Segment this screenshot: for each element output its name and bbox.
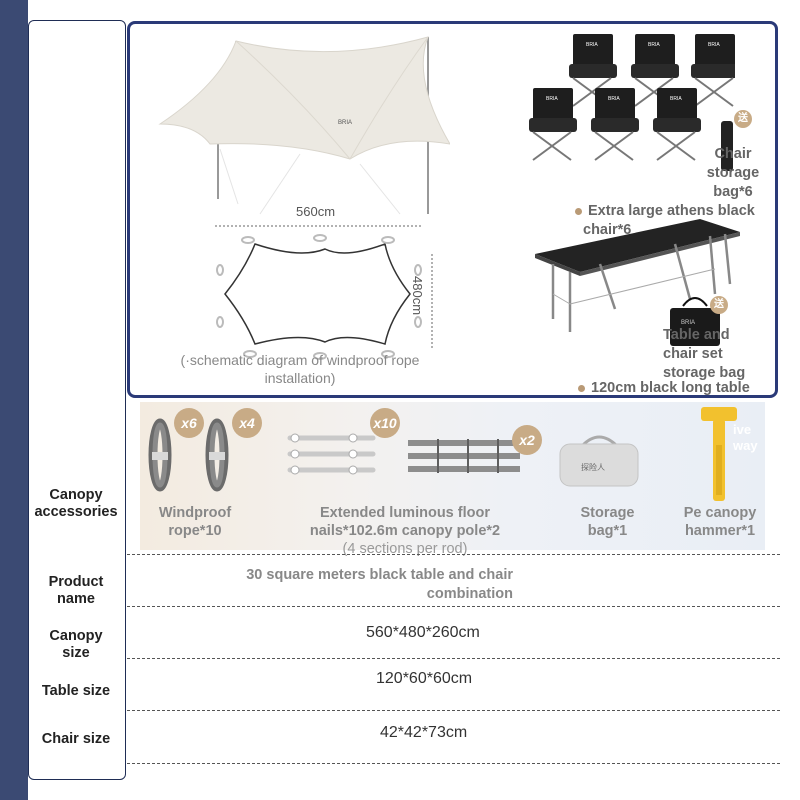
canopy-size-label-line-2: size bbox=[62, 645, 90, 661]
table-label-text: 120cm black long table bbox=[591, 380, 750, 396]
left-label-panel bbox=[28, 20, 126, 780]
left-side-bar bbox=[0, 0, 28, 800]
floor-nails-pole-label: Extended luminous floor nails*102.6m can… bbox=[290, 504, 520, 558]
storage-bag-label-line-1: Storage bbox=[580, 505, 635, 521]
canopy-size-value: 560*480*260cm bbox=[366, 624, 480, 641]
accessories-row-label: Canopy accessories bbox=[28, 487, 124, 521]
chair-size-value: 42*42*73cm bbox=[380, 724, 468, 741]
chair-storage-bag-label: Chair storage bag*6 bbox=[698, 145, 768, 202]
chair-label-line-1: Extra large athens black bbox=[588, 203, 755, 219]
windproof-rope-illustration bbox=[148, 418, 229, 492]
table-size-value: 120*60*60cm bbox=[376, 670, 473, 687]
product-name-value: 30 square meters black table and chair c… bbox=[180, 566, 513, 604]
floor-nails-quantity-badge: x10 bbox=[370, 408, 400, 438]
chair-bag-label-line-3: bag*6 bbox=[713, 184, 753, 200]
product-name-value-line-2: combination bbox=[426, 586, 513, 602]
canopy-top-view-diagram bbox=[215, 225, 433, 360]
chair-label-line-2: chair*6 bbox=[583, 222, 632, 238]
bullet-dot bbox=[575, 207, 582, 215]
set-storage-bag-illustration: BRIA bbox=[670, 297, 720, 346]
floor-nails-label-line-2: nails*102.6m canopy pole*2 bbox=[309, 523, 501, 539]
product-overview-panel: BRIA 560cm 480cm (·schematic diagram of … bbox=[127, 21, 778, 398]
canopy-pole-quantity-badge: x2 bbox=[512, 425, 542, 455]
row-divider bbox=[127, 710, 780, 711]
floor-nails-label-line-1: Extended luminous floor bbox=[320, 505, 490, 521]
canopy-hammer-label-line-2: hammer*1 bbox=[684, 523, 756, 539]
canopy-size-row-label: Canopy size bbox=[28, 628, 124, 662]
product-name-value-line-1: 30 square meters black table and chair bbox=[246, 567, 513, 583]
bag-brand-logo: BRIA bbox=[681, 320, 695, 326]
row-divider bbox=[127, 658, 780, 659]
canopy-illustration: BRIA bbox=[158, 36, 450, 215]
canopy-size-label-line-1: Canopy bbox=[49, 628, 103, 644]
windproof-rope-label-line-1: Windproof bbox=[158, 505, 232, 521]
row-divider bbox=[127, 554, 780, 555]
accessories-row-label-line-1: Canopy bbox=[49, 487, 103, 503]
diagram-caption-line-1: (·schematic diagram of windproof rope bbox=[180, 352, 420, 368]
canopy-brand-logo: BRIA bbox=[338, 120, 352, 126]
canopy-width-dimension: 560cm bbox=[296, 204, 336, 219]
canopy-pole-illustration bbox=[408, 439, 520, 473]
row-divider bbox=[127, 606, 780, 607]
product-name-label-line-1: Product bbox=[48, 574, 104, 590]
rope-set-quantity-badge: x4 bbox=[232, 408, 262, 438]
chairs-illustration: BRIA bbox=[528, 33, 735, 171]
diagram-caption: (·schematic diagram of windproof rope in… bbox=[150, 351, 450, 387]
storage-bag-label-line-2: bag*1 bbox=[587, 523, 628, 539]
chair-bag-gift-badge: 送 bbox=[734, 110, 752, 128]
floor-nails-illustration bbox=[287, 433, 376, 475]
chair-bag-label-line-1: Chair bbox=[714, 146, 752, 162]
windproof-rope-label: Windproof rope*10 bbox=[140, 504, 250, 540]
storage-bag-brand: 探险人 bbox=[581, 462, 605, 472]
set-bag-gift-badge: 送 bbox=[710, 296, 728, 314]
windproof-rope-label-line-2: rope*10 bbox=[168, 523, 222, 539]
hammer-corner-text: ive way bbox=[733, 422, 758, 454]
chair-bag-label-line-2: storage bbox=[706, 165, 760, 181]
rope-quantity-badge: x6 bbox=[174, 408, 204, 438]
canopy-hammer-label: Pe canopy hammer*1 bbox=[665, 504, 775, 540]
canopy-hammer-label-line-1: Pe canopy bbox=[683, 505, 757, 521]
chair-size-row-label: Chair size bbox=[41, 731, 111, 747]
row-divider bbox=[127, 763, 780, 764]
chair-label: Extra large athens black chair*6 bbox=[575, 202, 775, 240]
hammer-corner-text-line-2: way bbox=[733, 438, 758, 453]
table-illustration bbox=[535, 219, 740, 332]
set-bag-label-line-3: storage bag bbox=[663, 365, 746, 381]
diagram-caption-line-2: installation) bbox=[264, 370, 336, 386]
product-name-label-line-2: name bbox=[57, 591, 95, 607]
hammer-corner-text-line-1: ive bbox=[733, 422, 752, 437]
table-label: 120cm black long table bbox=[578, 379, 775, 396]
accessories-row-label-line-2: accessories bbox=[34, 504, 118, 520]
product-name-row-label: Product name bbox=[28, 574, 124, 608]
bullet-dot bbox=[578, 384, 585, 392]
storage-bag-label: Storage bag*1 bbox=[560, 504, 655, 540]
set-bag-label-line-1: Table and bbox=[663, 327, 730, 343]
canopy-hammer-illustration bbox=[701, 407, 737, 501]
storage-bag-illustration: 探险人 bbox=[559, 435, 639, 487]
set-bag-label-line-2: chair set bbox=[663, 346, 723, 362]
floor-nails-label-line-3: (4 sections per rod) bbox=[342, 541, 468, 557]
canopy-depth-dimension: 480cm bbox=[410, 276, 425, 316]
table-size-row-label: Table size bbox=[41, 683, 111, 699]
set-storage-bag-label: Table and chair set storage bag bbox=[663, 326, 773, 383]
